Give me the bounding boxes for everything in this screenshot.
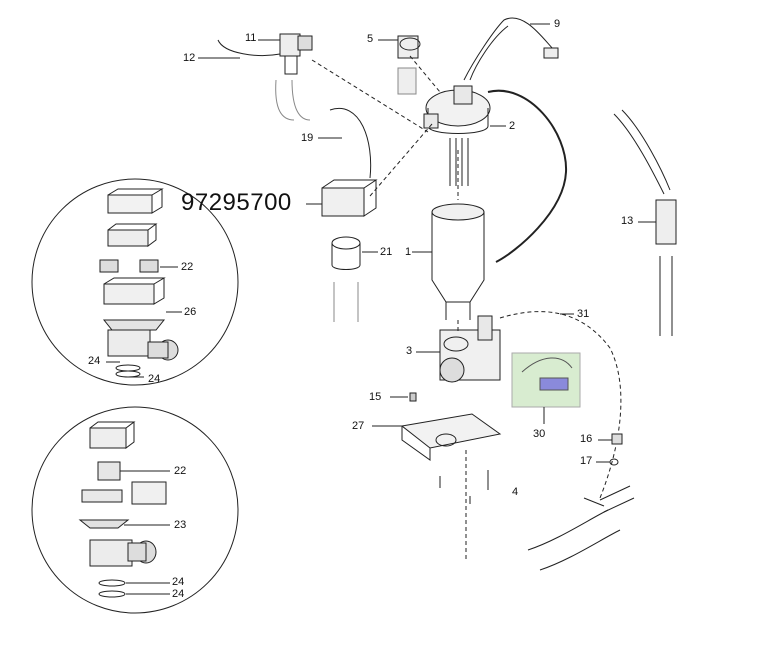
- part-13-hose: [613, 109, 677, 336]
- callout-1: 1: [405, 246, 412, 258]
- part-9-wire-harness: [463, 17, 559, 81]
- part-1-tank: [412, 203, 485, 320]
- callout-17: 17: [580, 455, 593, 467]
- callout-23: 23: [174, 519, 187, 531]
- callout-19: 19: [301, 132, 314, 144]
- detail-circle-upper: [31, 178, 239, 386]
- part-30-photo: [511, 352, 581, 424]
- callout-3: 3: [406, 345, 413, 357]
- callout-26: 26: [184, 306, 197, 318]
- callout-12: 12: [183, 52, 196, 64]
- part-21-sleeve: [331, 236, 378, 322]
- callout-9: 9: [554, 18, 561, 30]
- part-27-bracket: [372, 413, 502, 560]
- detail-circle-lower: [31, 406, 239, 614]
- part-number-label: 97295700: [181, 189, 292, 216]
- callout-2: 2: [509, 120, 516, 132]
- callout-21: 21: [380, 246, 393, 258]
- callout-27: 27: [352, 420, 365, 432]
- callout-16: 16: [580, 433, 593, 445]
- callout-5: 5: [367, 33, 374, 45]
- callout-13: 13: [621, 215, 634, 227]
- assembly-guides: [311, 55, 459, 332]
- part-5-elbow: [378, 35, 421, 95]
- solenoid-block: [306, 179, 378, 217]
- part-16-17-fittings: [596, 433, 623, 466]
- callout-30: 30: [533, 428, 546, 440]
- drain-hoses: [527, 485, 635, 571]
- part-15-screw: [390, 392, 417, 402]
- callout-24-upper-left: 24: [88, 355, 101, 367]
- part-19-cable: [318, 107, 372, 179]
- callout-24-upper-right: 24: [148, 373, 161, 385]
- part-11-elbow: [198, 33, 313, 121]
- callout-22-upper: 22: [181, 261, 194, 273]
- separator-cap: [423, 85, 568, 263]
- callout-11: 11: [245, 32, 257, 44]
- callout-22-lower: 22: [174, 465, 187, 477]
- callout-24-lower-a: 24: [172, 576, 185, 588]
- callout-24-lower-b: 24: [172, 588, 185, 600]
- callout-15: 15: [369, 391, 382, 403]
- callout-4: 4: [512, 486, 519, 498]
- callout-31: 31: [577, 308, 590, 320]
- part-3-pump: [416, 311, 622, 499]
